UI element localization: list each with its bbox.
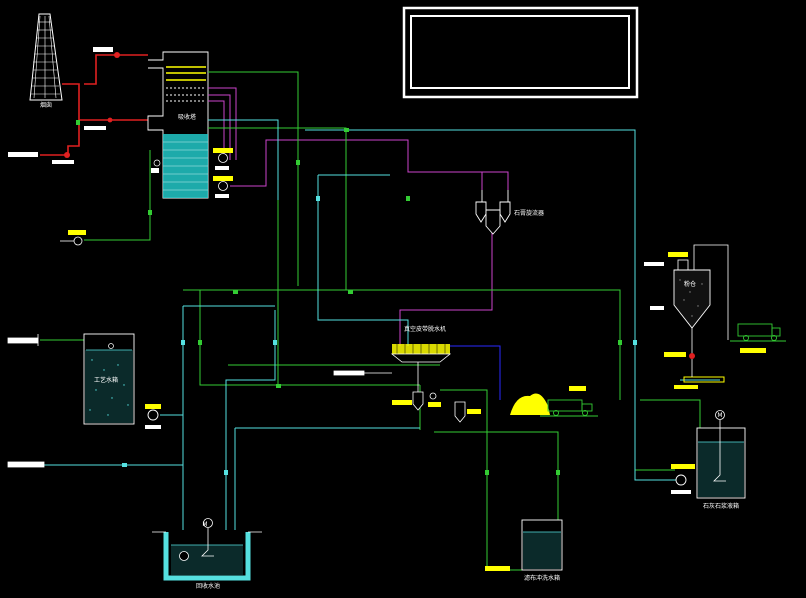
lime-silo-label: 粉仓: [684, 280, 696, 288]
recycle-water-pit: [152, 518, 262, 581]
chimney-label: 烟囱: [40, 101, 52, 109]
title-block-frame: [402, 6, 639, 99]
vacuum-feed: [333, 370, 392, 376]
wash-pump-tag: [485, 566, 510, 571]
chimney: [29, 13, 63, 101]
line-markers: [76, 120, 622, 475]
hydrocyclone-label: 石膏旋流器: [514, 209, 544, 217]
lime-truck-tag: [740, 348, 766, 353]
recirculation-pumps: [218, 153, 228, 191]
absorber-tower: [147, 51, 209, 199]
filter-wash-tank-label: 滤布冲洗水箱: [524, 574, 560, 582]
slurry-return-lines: [40, 119, 720, 530]
duct-inlet-boxes: [8, 47, 113, 164]
limestone-pump: [671, 464, 695, 494]
process-water-tank: [83, 333, 135, 425]
pump-tags: [213, 148, 233, 198]
tank-agitator-motor-symbol: M: [717, 412, 722, 419]
truck-tag: [569, 386, 586, 391]
oxidation-fan: [60, 230, 86, 246]
absorber-label: 吸收塔: [178, 113, 196, 121]
silo-tags: [644, 252, 698, 389]
gypsum-truck: [540, 399, 598, 417]
vacuum-belt-filter: [390, 344, 452, 363]
lime-feeder: [683, 359, 725, 383]
limestone-slurry-tank: [696, 410, 746, 499]
makeup-water-inlet: [7, 334, 45, 468]
flue-gas-ducts: [40, 54, 148, 156]
absorber-tag: [151, 168, 159, 173]
lime-truck: [730, 323, 786, 342]
filtrate-receivers: [412, 362, 466, 423]
limestone-tank-label: 石灰石浆液箱: [703, 502, 739, 510]
lime-silo: [673, 244, 729, 359]
process-tank-label: 工艺水箱: [94, 376, 118, 384]
recycle-pit-label: 回收水池: [196, 582, 220, 590]
process-water-lines: [40, 71, 701, 571]
recirculation-lines: [208, 87, 509, 346]
pit-agitator-motor-symbol: M: [202, 521, 207, 528]
vacuum-belt-label: 真空皮带脱水机: [404, 325, 446, 333]
gypsum-pile: [510, 393, 550, 415]
line-markers-cyan: [122, 196, 637, 475]
filtrate-line: [450, 345, 501, 400]
filter-wash-tank: [521, 519, 563, 571]
flue-gas-dampers: [64, 52, 120, 158]
filter-tags: [392, 400, 481, 414]
process-water-pump: [145, 404, 161, 429]
bleed-pump: [153, 159, 161, 167]
hydrocyclone: [475, 190, 511, 235]
